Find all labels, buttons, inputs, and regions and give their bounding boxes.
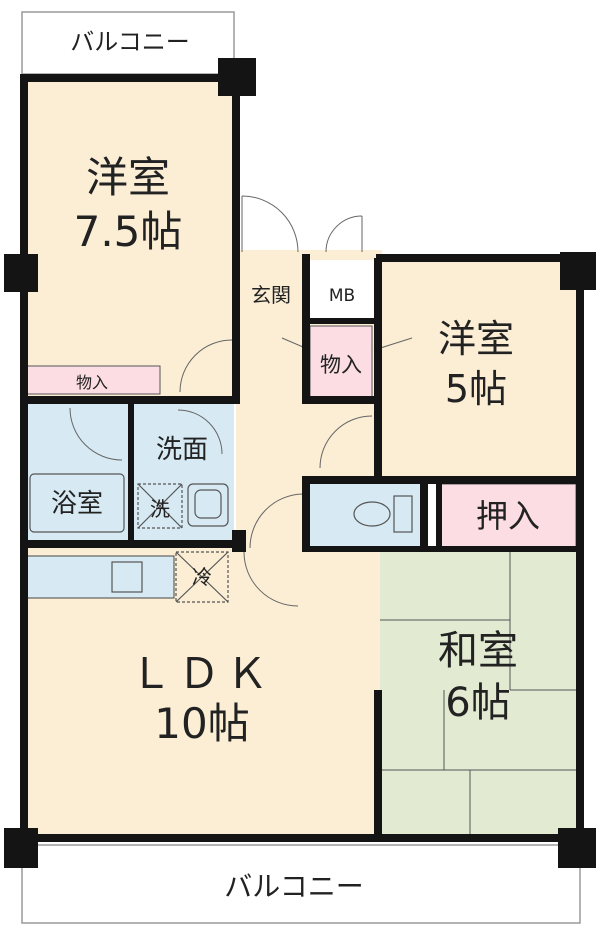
ldk-name: ＬＤＫ <box>130 649 274 698</box>
washitsu-size: 6帖 <box>445 680 510 726</box>
mb-label: MB <box>329 286 355 306</box>
storage-center-area <box>309 325 373 403</box>
bathroom-label: 浴室 <box>51 489 103 519</box>
room2-name: 洋室 <box>438 317 514 361</box>
closet-label: 押入 <box>476 497 540 535</box>
storage-small-area <box>25 365 161 395</box>
storage-small-label: 物入 <box>76 373 108 392</box>
balcony-top <box>21 11 235 75</box>
room1-size: 7.5帖 <box>74 207 183 256</box>
ldk-size: 10帖 <box>154 699 249 748</box>
tatami-lines <box>380 552 576 836</box>
wash-basin <box>187 483 229 527</box>
closet-area <box>439 483 577 549</box>
washer-pan <box>137 483 183 529</box>
fixtures <box>29 473 413 603</box>
washer-label: 洗 <box>150 497 170 521</box>
washitsu-name: 和室 <box>438 628 518 674</box>
japanese-room <box>380 550 576 838</box>
western-room-1 <box>24 78 236 400</box>
washroom-area <box>132 404 234 540</box>
western-room-2 <box>382 260 576 476</box>
toilet-bowl <box>353 501 391 527</box>
bathtub <box>29 473 125 533</box>
balcony-bottom-label: バルコニー <box>224 870 363 903</box>
mb-area <box>308 260 376 322</box>
walls <box>20 74 584 842</box>
columns <box>4 58 596 868</box>
entrance-label: 玄関 <box>251 283 291 307</box>
balcony-bottom <box>21 844 581 924</box>
bathroom-area <box>24 404 130 540</box>
fridge-label: 冷 <box>192 565 212 589</box>
sink <box>111 561 143 593</box>
fridge-space <box>175 551 229 603</box>
kitchen-counter <box>23 555 175 599</box>
entrance-area <box>238 258 304 326</box>
balcony-top-label: バルコニー <box>70 28 190 56</box>
room1-name: 洋室 <box>86 153 170 202</box>
storage-center-label: 物入 <box>320 353 362 377</box>
room2-size: 5帖 <box>445 367 507 411</box>
washroom-label: 洗面 <box>156 435 208 465</box>
toilet-area <box>306 482 422 546</box>
